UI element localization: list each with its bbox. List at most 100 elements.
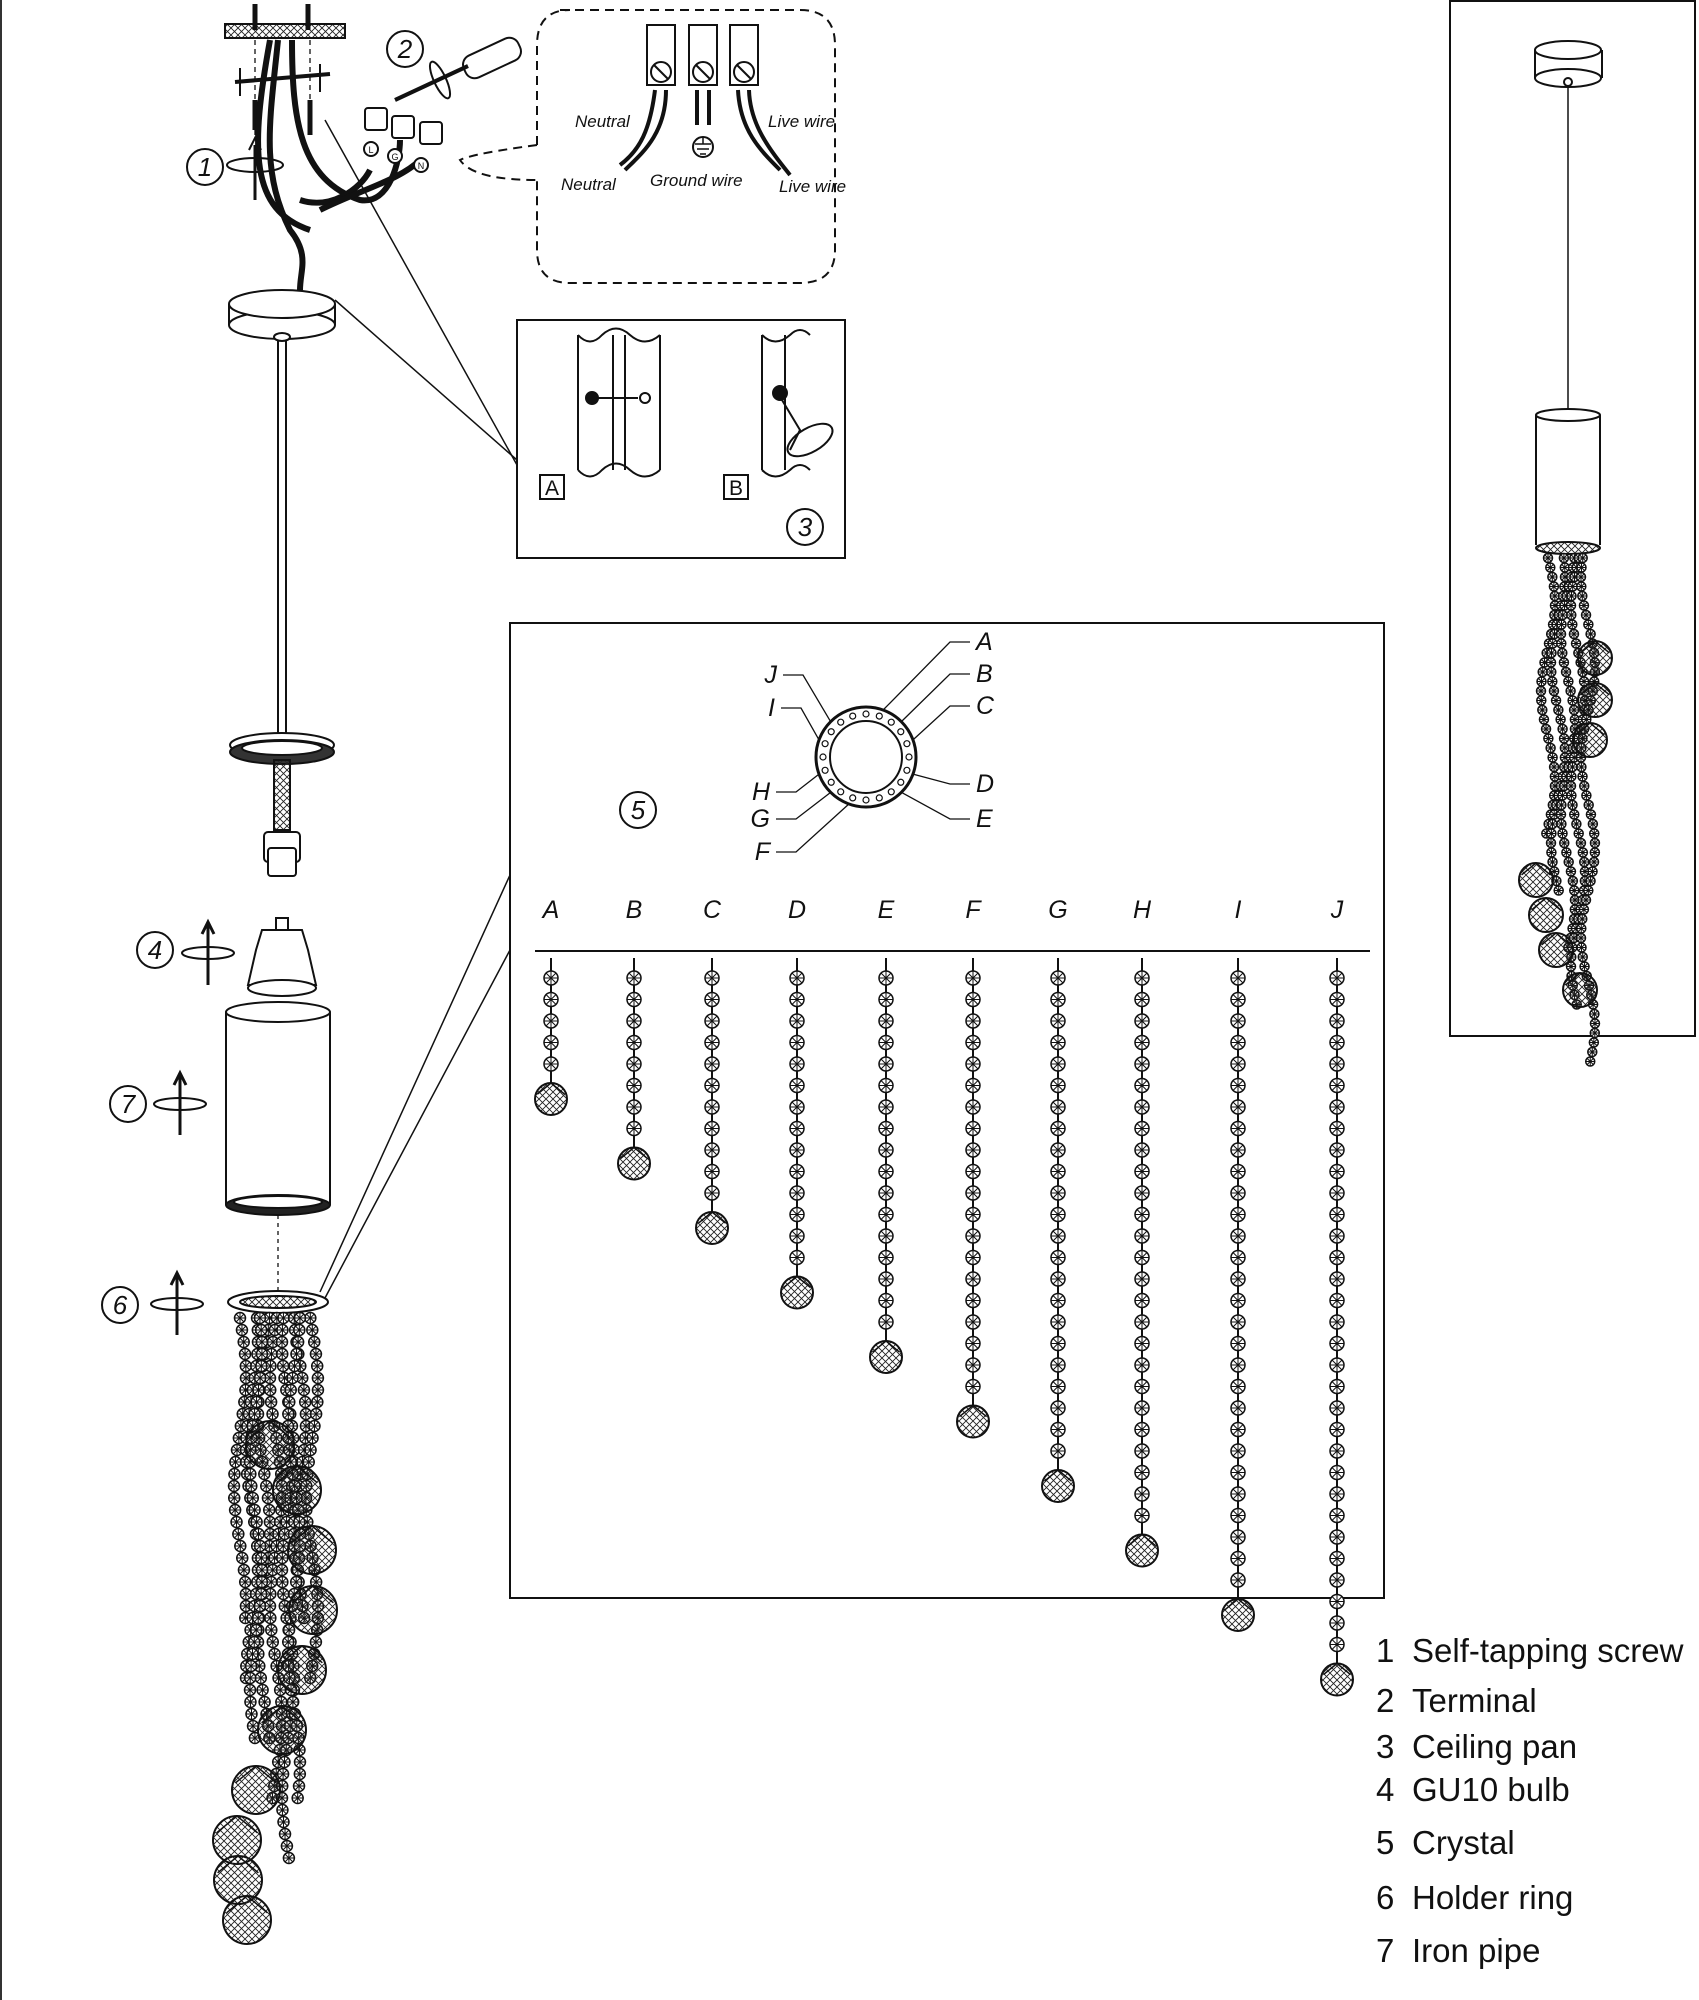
crystal-bead bbox=[277, 1815, 290, 1829]
crystal-bead bbox=[254, 1323, 268, 1337]
crystal-bead bbox=[1563, 856, 1574, 868]
crystal-bead bbox=[248, 1635, 261, 1649]
crystal-bead bbox=[1329, 1636, 1345, 1653]
crystal-bead bbox=[878, 1120, 894, 1137]
crystal-bead bbox=[1583, 799, 1594, 811]
crystal-bead bbox=[232, 1527, 245, 1541]
crystal-bead bbox=[1585, 628, 1596, 640]
crystal-bead bbox=[263, 1515, 277, 1529]
crystal-bead bbox=[1134, 1185, 1150, 1201]
crystal-bead bbox=[965, 1034, 981, 1051]
crystal-bead bbox=[1050, 1443, 1066, 1459]
crystal-bead bbox=[256, 1683, 269, 1697]
crystal-bead bbox=[965, 991, 981, 1008]
crystal-bead bbox=[1134, 1507, 1150, 1524]
crystal-bead bbox=[1550, 695, 1562, 706]
crystal-bead bbox=[298, 1395, 312, 1409]
crystal-bead bbox=[266, 1407, 279, 1421]
crystal-bead bbox=[1329, 1271, 1345, 1287]
crystal-bead bbox=[1050, 1357, 1066, 1373]
crystal-bead bbox=[704, 1099, 720, 1115]
crystal-bead bbox=[878, 1292, 894, 1309]
crystal-bead bbox=[1050, 1034, 1066, 1051]
crystal-bead bbox=[259, 1479, 273, 1493]
crystal-bead bbox=[1567, 619, 1578, 630]
crystal-bead bbox=[1134, 1034, 1150, 1051]
crystal-bead bbox=[1134, 1292, 1150, 1309]
crystal-bead bbox=[704, 1034, 720, 1051]
legend-number: 7 bbox=[1376, 1932, 1395, 1969]
crystal-bead bbox=[1578, 676, 1590, 687]
crystal-bead bbox=[1576, 923, 1587, 934]
crystal-bead bbox=[1576, 942, 1587, 953]
crystal-bead bbox=[965, 1378, 981, 1395]
crystal-bead bbox=[282, 1623, 296, 1637]
crystal-bead bbox=[291, 1335, 305, 1349]
crystal-bead bbox=[1545, 742, 1556, 754]
screwdriver-icon bbox=[394, 36, 522, 102]
crystal-bead bbox=[704, 1013, 720, 1029]
crystal-bead bbox=[878, 1314, 894, 1330]
callout-3: 3 bbox=[786, 508, 824, 546]
crystal-bead bbox=[276, 1323, 289, 1337]
label-live-wire-bottom: Live wire bbox=[779, 177, 846, 196]
crystal-bead bbox=[1568, 704, 1580, 716]
crystal-drop bbox=[1518, 862, 1554, 898]
strand-label-e: E bbox=[878, 896, 895, 924]
crystal-bead bbox=[626, 1013, 642, 1029]
crystal-bead bbox=[878, 1056, 894, 1072]
crystal-bead bbox=[1050, 1056, 1066, 1072]
crystal-bead bbox=[965, 1142, 981, 1158]
crystal-bead bbox=[965, 1314, 981, 1330]
crystal-bead bbox=[1581, 790, 1592, 801]
crystal-bead bbox=[1542, 552, 1554, 564]
crystal-bead bbox=[1329, 1464, 1345, 1481]
crystal-bead bbox=[878, 1163, 894, 1180]
crystal-bead bbox=[1050, 1314, 1066, 1330]
crystal-bead bbox=[1329, 1529, 1345, 1545]
crystal-bead bbox=[1547, 752, 1558, 763]
crystal-bead bbox=[1557, 723, 1568, 735]
crystal-bead bbox=[1230, 1572, 1246, 1588]
strand-label-c: C bbox=[703, 896, 722, 924]
crystal-bead bbox=[1563, 676, 1574, 687]
crystal-bead bbox=[1588, 1037, 1600, 1048]
crystal-drop bbox=[1562, 972, 1598, 1008]
crystal-drop bbox=[695, 1211, 729, 1245]
crystal-bead bbox=[1230, 1185, 1246, 1201]
crystal-bead bbox=[1050, 1421, 1066, 1438]
crystal-bead bbox=[1230, 1357, 1246, 1373]
crystal-bead bbox=[1329, 1378, 1345, 1395]
crystal-bead bbox=[293, 1311, 307, 1325]
ring-label-f: F bbox=[755, 838, 772, 866]
terminal-mark-l: L bbox=[368, 145, 373, 155]
crystal-bead bbox=[309, 1407, 323, 1421]
crystal-bead bbox=[1567, 875, 1579, 887]
crystal-bead bbox=[1134, 1335, 1150, 1352]
crystal-bead bbox=[227, 1491, 241, 1505]
crystal-bead bbox=[1329, 1056, 1345, 1072]
crystal-bead bbox=[1568, 628, 1580, 640]
svg-text:6: 6 bbox=[113, 1290, 128, 1320]
legend-part-name: Ceiling pan bbox=[1412, 1728, 1578, 1765]
crystal-drop bbox=[1538, 932, 1574, 968]
crystal-bead bbox=[1580, 609, 1592, 621]
crystal-bead bbox=[293, 1515, 306, 1529]
crystal-bead bbox=[1553, 885, 1564, 896]
crystal-bead bbox=[1555, 628, 1567, 640]
crystal-bead bbox=[1329, 1034, 1345, 1051]
crystal-bead bbox=[286, 1695, 300, 1709]
legend-number: 1 bbox=[1376, 1632, 1395, 1669]
crystal-bead bbox=[1050, 1292, 1066, 1309]
crystal-bead bbox=[1567, 761, 1578, 773]
crystal-bead bbox=[1329, 1357, 1345, 1373]
crystal-bead bbox=[299, 1419, 313, 1433]
crystal-bead bbox=[1548, 581, 1560, 592]
crystal-bead bbox=[1050, 1271, 1066, 1287]
crystal-bead bbox=[1329, 991, 1345, 1008]
crystal-bead bbox=[1578, 780, 1590, 792]
crystal-drop bbox=[231, 1765, 281, 1815]
crystal-bead bbox=[1585, 809, 1597, 820]
crystal-bead bbox=[286, 1371, 299, 1385]
